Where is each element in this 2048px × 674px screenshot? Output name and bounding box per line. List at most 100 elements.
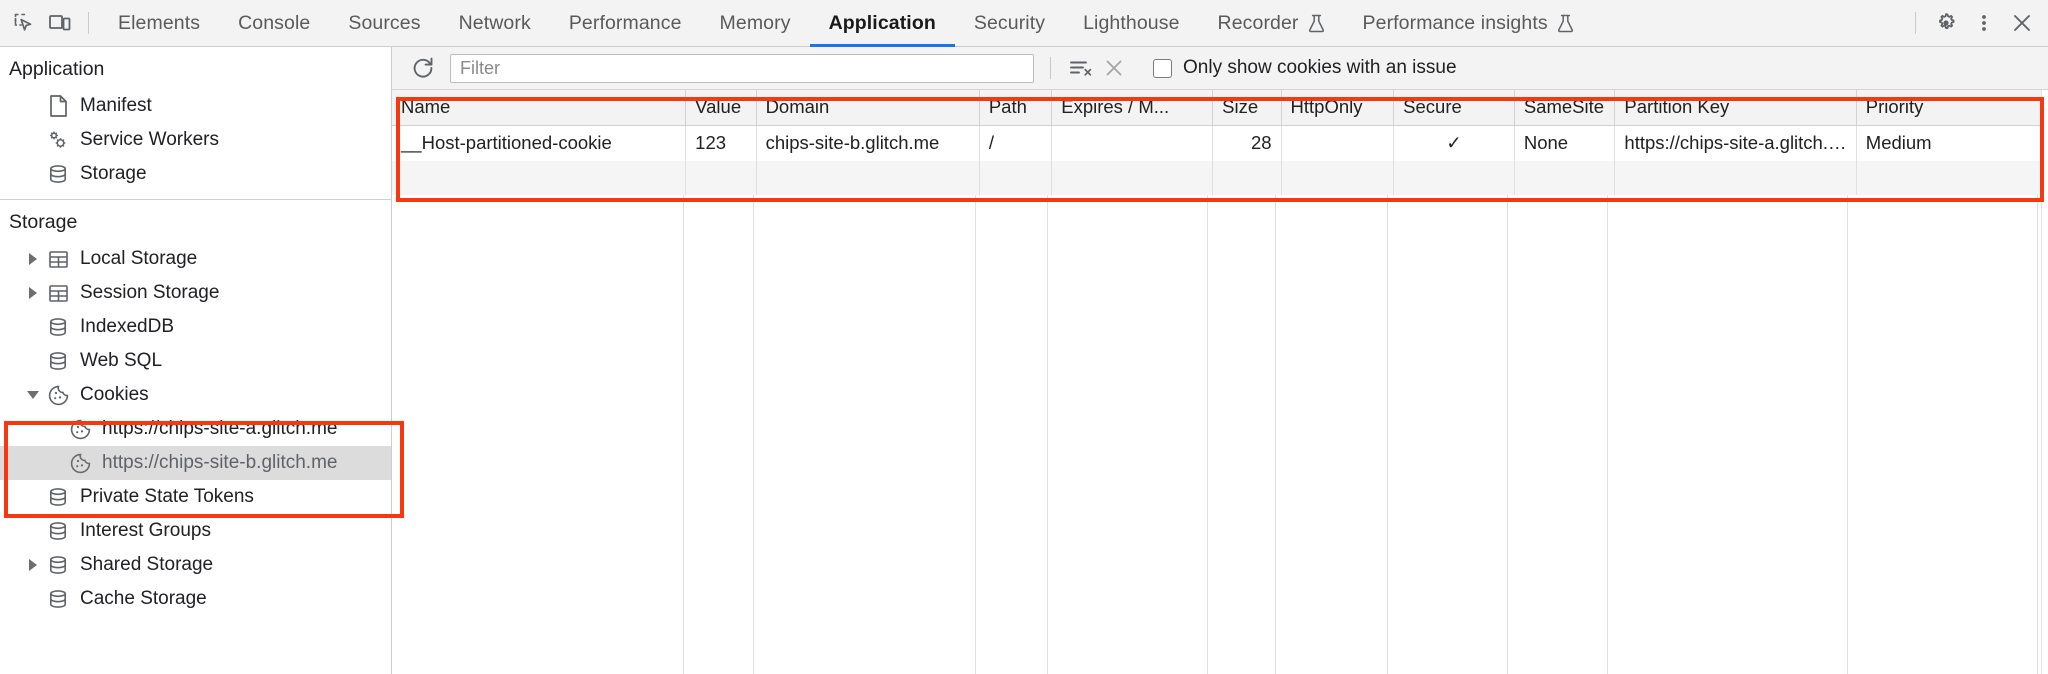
gear-icon[interactable] — [1928, 6, 1964, 40]
sidebar-item-cookies-chips-site-b[interactable]: https://chips-site-b.glitch.me — [0, 446, 391, 480]
only-show-issues-checkbox[interactable]: Only show cookies with an issue — [1153, 57, 1457, 79]
column-header-value[interactable]: Value — [685, 90, 757, 126]
chevron-right-icon[interactable] — [22, 559, 44, 571]
tab-label: Application — [828, 11, 936, 34]
chevron-down-icon[interactable] — [22, 391, 44, 399]
sidebar-item-web-sql[interactable]: Web SQL — [0, 344, 391, 378]
column-header-httponly[interactable]: HttpOnly — [1281, 90, 1395, 126]
sidebar-item-label: Service Workers — [80, 129, 220, 150]
sidebar-item-cookies[interactable]: Cookies — [0, 378, 391, 412]
sidebar-item-label: Web SQL — [80, 350, 163, 371]
tab-performance-insights[interactable]: Performance insights — [1344, 0, 1593, 47]
column-header-secure[interactable]: Secure — [1393, 90, 1515, 126]
chevron-right-icon[interactable] — [22, 253, 44, 265]
sidebar-item-manifest[interactable]: Manifest — [0, 89, 391, 123]
cell-empty — [1212, 161, 1282, 195]
tab-label: Elements — [118, 11, 201, 34]
tab-label: Recorder — [1217, 11, 1299, 34]
cell-httponly[interactable] — [1281, 125, 1395, 161]
tab-label: Performance — [568, 11, 682, 34]
tab-label: Lighthouse — [1083, 11, 1180, 34]
table-row[interactable]: __Host-partitioned-cookie 123 chips-site… — [392, 125, 2048, 161]
sidebar-item-private-state-tokens[interactable]: Private State Tokens — [0, 480, 391, 514]
cookie-icon — [44, 384, 72, 407]
sidebar-item-label: Session Storage — [80, 282, 220, 303]
sidebar-item-cache-storage[interactable]: Cache Storage — [0, 582, 391, 616]
cell-expires[interactable] — [1051, 125, 1214, 161]
refresh-icon[interactable] — [406, 53, 440, 83]
cell-empty — [1614, 161, 1857, 195]
sidebar-item-service-workers[interactable]: Service Workers — [0, 123, 391, 157]
cell-partition-key[interactable]: https://chips-site-a.glitch.me — [1614, 125, 1857, 161]
cell-value[interactable]: 123 — [685, 125, 757, 161]
cell-empty — [1856, 161, 2048, 195]
column-header-path[interactable]: Path — [979, 90, 1053, 126]
table-header-row: Name Value Domain Path Expires / M... Si… — [392, 90, 2048, 126]
more-vertical-icon[interactable] — [1966, 6, 2002, 40]
tab-console[interactable]: Console — [219, 0, 329, 47]
sidebar-item-storage[interactable]: Storage — [0, 157, 391, 191]
panel-tab-list: Elements Console Sources Network Perform… — [99, 0, 1905, 47]
column-header-domain[interactable]: Domain — [756, 90, 980, 126]
tab-memory[interactable]: Memory — [701, 0, 810, 47]
tab-label: Performance insights — [1362, 11, 1548, 34]
document-icon — [44, 94, 72, 118]
tab-elements[interactable]: Elements — [99, 0, 219, 47]
cell-priority[interactable]: Medium — [1856, 125, 2048, 161]
cookies-panel: Filter — [392, 47, 2048, 674]
sidebar-divider — [0, 199, 391, 200]
sidebar-item-label: Cache Storage — [80, 588, 207, 609]
database-icon — [44, 553, 72, 577]
tab-performance[interactable]: Performance — [550, 0, 701, 47]
chevron-right-icon[interactable] — [22, 287, 44, 299]
cookie-icon — [66, 418, 94, 441]
inspect-element-icon[interactable] — [6, 6, 42, 40]
toolbar-right-actions — [1905, 6, 2040, 40]
clear-all-cookies-icon[interactable] — [1063, 53, 1097, 83]
sidebar-item-local-storage[interactable]: Local Storage — [0, 242, 391, 276]
tab-recorder[interactable]: Recorder — [1199, 0, 1344, 47]
tab-application[interactable]: Application — [809, 0, 956, 47]
tab-label: Sources — [348, 11, 421, 34]
cell-empty — [1051, 161, 1214, 195]
sidebar-item-label: IndexedDB — [80, 316, 175, 337]
tab-security[interactable]: Security — [955, 0, 1064, 47]
sidebar-item-indexeddb[interactable]: IndexedDB — [0, 310, 391, 344]
sidebar-item-shared-storage[interactable]: Shared Storage — [0, 548, 391, 582]
column-header-partition-key[interactable]: Partition Key — [1614, 90, 1857, 126]
cell-domain[interactable]: chips-site-b.glitch.me — [756, 125, 980, 161]
cell-secure[interactable]: ✓ — [1393, 125, 1515, 161]
checkbox-box[interactable] — [1153, 58, 1172, 78]
table-icon — [44, 282, 72, 305]
cell-name[interactable]: __Host-partitioned-cookie — [392, 125, 687, 161]
device-toolbar-icon[interactable] — [42, 6, 78, 40]
column-header-size[interactable]: Size — [1212, 90, 1282, 126]
cell-size[interactable]: 28 — [1212, 125, 1282, 161]
filter-input[interactable]: Filter — [450, 53, 1034, 83]
tab-lighthouse[interactable]: Lighthouse — [1064, 0, 1198, 47]
sidebar-item-label: Private State Tokens — [80, 486, 254, 507]
close-icon[interactable] — [2004, 6, 2040, 40]
cell-empty — [756, 161, 980, 195]
cookies-table: Name Value Domain Path Expires / M... Si… — [392, 90, 2048, 195]
column-header-samesite[interactable]: SameSite — [1514, 90, 1616, 126]
column-header-name[interactable]: Name — [392, 90, 687, 126]
cell-samesite[interactable]: None — [1514, 125, 1616, 161]
tab-network[interactable]: Network — [440, 0, 550, 47]
column-header-priority[interactable]: Priority — [1856, 90, 2048, 126]
sidebar-item-label: Cookies — [80, 384, 149, 405]
delete-x-icon[interactable] — [1097, 53, 1131, 83]
sidebar-item-cookies-chips-site-a[interactable]: https://chips-site-a.glitch.me — [0, 412, 391, 446]
tab-sources[interactable]: Sources — [329, 0, 439, 47]
cell-path[interactable]: / — [979, 125, 1053, 161]
database-icon — [44, 587, 72, 611]
sidebar-item-label: https://chips-site-b.glitch.me — [102, 452, 338, 473]
tab-label: Console — [238, 11, 311, 34]
cell-empty — [1514, 161, 1616, 195]
vertical-scrollbar[interactable] — [2040, 90, 2048, 674]
column-header-expires[interactable]: Expires / M... — [1051, 90, 1214, 126]
sidebar-item-session-storage[interactable]: Session Storage — [0, 276, 391, 310]
tab-label: Memory — [719, 11, 791, 34]
sidebar-item-interest-groups[interactable]: Interest Groups — [0, 514, 391, 548]
